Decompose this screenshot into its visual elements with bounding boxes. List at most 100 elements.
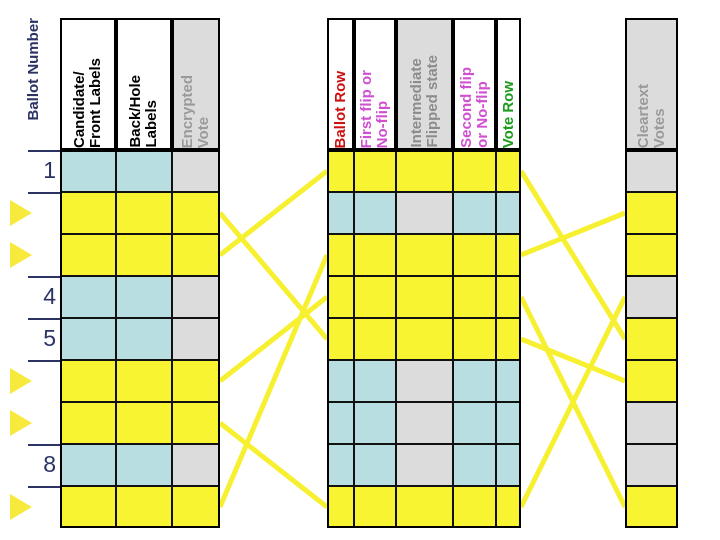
- row-marker-triangle-icon: [10, 494, 32, 520]
- right-table-cell: [625, 150, 678, 192]
- connector-line-middle-right: [518, 295, 628, 509]
- right-table-cell: [625, 318, 678, 360]
- right-table-cell: [625, 486, 678, 528]
- left-table-cell: [116, 192, 172, 234]
- left-table-cell: [116, 444, 172, 486]
- left-table-cell: [60, 192, 116, 234]
- left-table-cell: [60, 150, 116, 192]
- middle-table-header-cell: Vote Row: [496, 18, 521, 150]
- middle-table-cell: [354, 150, 396, 192]
- middle-table-cell: [496, 276, 521, 318]
- middle-table-cell: [354, 276, 396, 318]
- left-table-cell: [60, 360, 116, 402]
- middle-table-cell: [453, 276, 496, 318]
- gutter-rule: [28, 360, 60, 362]
- left-table-cell: [172, 276, 220, 318]
- middle-table-cell: [354, 360, 396, 402]
- connector-line-left-middle: [218, 295, 329, 383]
- ballot-number-label: 8: [43, 451, 56, 477]
- middle-table-cell: [453, 444, 496, 486]
- left-table-cell: [60, 234, 116, 276]
- left-table-cell: [116, 486, 172, 528]
- connector-line-middle-right: [520, 336, 626, 384]
- right-table-cell: [625, 276, 678, 318]
- left-table-header-cell: Candidate/ Front Labels: [60, 18, 116, 150]
- middle-table-cell: [496, 234, 521, 276]
- gutter-rule: [28, 318, 60, 320]
- left-table-cell: [116, 402, 172, 444]
- middle-table-cell: [453, 234, 496, 276]
- middle-table-cell: [396, 234, 453, 276]
- ballot-number-label: 1: [43, 157, 56, 183]
- middle-table-cell: [396, 486, 453, 528]
- middle-table-cell: [354, 444, 396, 486]
- middle-table-cell: [496, 192, 521, 234]
- middle-table-cell: [327, 486, 354, 528]
- left-table-cell: [60, 486, 116, 528]
- row-marker-triangle-icon: [10, 242, 32, 268]
- middle-table-header-cell: Intermediate Flipped state: [396, 18, 453, 150]
- left-table-cell: [172, 150, 220, 192]
- middle-table-cell: [327, 444, 354, 486]
- left-table-cell: [172, 486, 220, 528]
- middle-table-cell: [327, 402, 354, 444]
- middle-table-cell: [496, 402, 521, 444]
- middle-table-cell: [396, 150, 453, 192]
- left-table-cell: [172, 234, 220, 276]
- right-table-cell: [625, 444, 678, 486]
- middle-table-cell: [453, 486, 496, 528]
- left-table-cell: [60, 276, 116, 318]
- left-table-cell: [172, 318, 220, 360]
- ballot-number-header: Ballot Number: [25, 18, 42, 150]
- middle-table-cell: [496, 360, 521, 402]
- middle-table-cell: [453, 192, 496, 234]
- connector-line-left-middle: [218, 211, 329, 341]
- row-marker-triangle-icon: [10, 200, 32, 226]
- gutter-rule: [28, 486, 60, 488]
- left-table-header-cell: Encrypted Vote: [172, 18, 220, 150]
- left-table-cell: [60, 444, 116, 486]
- right-table-cell: [625, 360, 678, 402]
- connector-line-left-middle: [218, 421, 329, 509]
- connector-line-left-middle: [218, 169, 329, 257]
- left-table-cell: [172, 444, 220, 486]
- gutter-rule: [28, 150, 60, 152]
- left-table-cell: [116, 276, 172, 318]
- middle-table-cell: [354, 318, 396, 360]
- gutter-rule: [28, 276, 60, 278]
- row-marker-triangle-icon: [10, 368, 32, 394]
- middle-table-cell: [327, 150, 354, 192]
- left-table-cell: [116, 360, 172, 402]
- right-table-cell: [625, 402, 678, 444]
- middle-table-cell: [327, 276, 354, 318]
- middle-table-cell: [354, 402, 396, 444]
- middle-table-cell: [354, 234, 396, 276]
- gutter-rule: [28, 192, 60, 194]
- gutter-rule: [28, 444, 60, 446]
- left-table-header-cell: Back/Hole Labels: [116, 18, 172, 150]
- middle-table-cell: [496, 486, 521, 528]
- middle-table-cell: [396, 444, 453, 486]
- right-table-cell: [625, 234, 678, 276]
- left-table-cell: [172, 402, 220, 444]
- middle-table-cell: [327, 360, 354, 402]
- middle-table-header-cell: First flip or No-flip: [354, 18, 396, 150]
- left-table-cell: [60, 318, 116, 360]
- middle-table-header-cell: Ballot Row: [327, 18, 354, 150]
- middle-table-cell: [453, 360, 496, 402]
- middle-table-cell: [354, 192, 396, 234]
- left-table-cell: [116, 150, 172, 192]
- middle-table-cell: [396, 192, 453, 234]
- middle-table-cell: [496, 318, 521, 360]
- middle-table-cell: [453, 150, 496, 192]
- middle-table-header-cell: Second flip or No-flip: [453, 18, 496, 150]
- links-middle-to-right: [518, 169, 628, 509]
- ballot-number-header-label: Ballot Number: [25, 18, 42, 121]
- ballot-number-label: 4: [43, 283, 56, 309]
- connector-line-left-middle: [217, 254, 330, 508]
- middle-table-cell: [496, 444, 521, 486]
- left-table-cell: [60, 402, 116, 444]
